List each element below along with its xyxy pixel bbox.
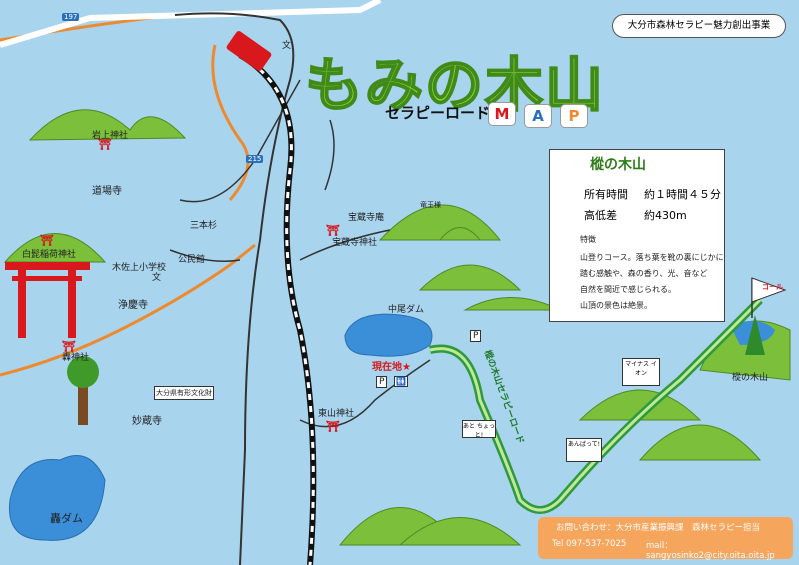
info-card: 樅の木山 所有時間 約１時間４５分 高低差 約430m 特徴 山登りコース。落ち…	[549, 149, 725, 322]
road-number-215: 215	[246, 155, 264, 163]
shrine-icon-higashiyama: ⛩	[326, 420, 340, 433]
mountain-ryuo-right	[438, 227, 482, 241]
shrine-icon-shirahige: ⛩	[40, 234, 54, 247]
label-koenkan: 公民館	[178, 255, 206, 265]
info-time-value: 約１時間４５分	[644, 188, 721, 201]
info-feature-line-1: 山登りコース。落ち葉を靴の裏にじかに	[580, 253, 724, 262]
label-hozoji-shrine: 宝蔵寺神社	[332, 238, 378, 248]
label-ryuo: 竜王様	[420, 201, 441, 209]
sign-almost-there: あと ちょっと!	[462, 420, 496, 439]
school-icon-2: 文	[282, 41, 292, 51]
label-current-location: 現在地★	[372, 362, 411, 373]
label-shirahige: 白髭稲荷神社	[22, 250, 77, 260]
label-todoroki-dam: 轟ダム	[50, 512, 83, 525]
goal-flag	[751, 277, 787, 318]
map-letter-m: M	[488, 102, 516, 126]
label-iwagami: 岩上神社	[92, 131, 129, 141]
mountain-mid2	[463, 297, 561, 311]
info-elevation-value: 約430m	[644, 209, 687, 222]
sponsor-banner: 大分市森林セラピー魅力創出事業	[612, 14, 786, 38]
label-hozo-an: 宝蔵寺庵	[348, 213, 385, 223]
nakao-dam-lake	[344, 313, 433, 357]
label-kisa-school: 木佐上小学校	[112, 263, 167, 273]
label-higashiyama: 東山神社	[318, 409, 355, 419]
shrine-icon-hozoji: ⛩	[326, 224, 340, 237]
mountain-low2	[638, 424, 762, 461]
railway-ties	[239, 53, 315, 565]
sign-negative-ion: マイナス イオン	[622, 358, 660, 386]
info-feature-line-2: 踏む感触や、森の香り、光、音など	[580, 269, 708, 278]
shrine-icon-iwagami: ⛩	[98, 138, 112, 151]
tree-illustration	[67, 356, 99, 425]
contact-box: お問い合わせ：大分市産業振興課 森林セラピー担当 Tel 097-537-702…	[538, 517, 793, 561]
contact-tel: Tel 097-537-7025	[552, 539, 627, 549]
road-orange-3	[0, 243, 256, 377]
mountain-mid1	[418, 264, 522, 291]
label-goal: ゴール	[762, 283, 783, 291]
mountains	[3, 109, 791, 546]
restroom-icon: 🚻	[394, 376, 408, 387]
info-title: 樅の木山	[590, 157, 646, 173]
road-black-3	[299, 229, 391, 261]
page-title: もみの木山	[304, 50, 606, 120]
school-icon: 文	[152, 273, 162, 283]
map-letter-p: P	[560, 104, 588, 128]
label-todoroki-shrine: 轟神社	[62, 353, 90, 363]
therapy-trail-inner	[429, 298, 762, 512]
info-feature-line-4: 山頂の景色は絶景。	[580, 301, 652, 310]
road-black-4	[324, 119, 335, 191]
info-feature-label: 特徴	[580, 235, 596, 244]
label-momi-peak: 樅の木山	[732, 373, 769, 383]
statue-sign: 大分県有形文化財	[154, 386, 214, 400]
contact-mail: mail：sangyosinko2@city.oita.oita.jp	[646, 541, 775, 561]
label-jokeiji: 浄慶寺	[118, 300, 148, 311]
shrine-icon-todoroki: ⛩	[62, 340, 76, 353]
info-feature-line-3: 自然を間近で感じられる。	[580, 285, 676, 294]
mountain-bottom2	[398, 517, 522, 546]
road-black-6	[169, 249, 241, 262]
torii-gate	[5, 262, 90, 338]
mountain-iwagami	[28, 109, 187, 141]
page-subtitle: セラピーロード	[385, 104, 491, 122]
mountain-hozo	[378, 204, 502, 241]
label-myozoji: 妙蔵寺	[132, 416, 162, 427]
mountain-low1	[578, 389, 702, 421]
parking-icon-2: P	[470, 330, 482, 342]
info-elevation-label: 高低差	[584, 209, 617, 222]
road-number-197: 197	[62, 13, 80, 21]
todoroki-dam-lake	[8, 455, 106, 541]
info-time-label: 所有時間	[584, 188, 628, 201]
road-orange-2	[211, 44, 250, 201]
contact-line1: お問い合わせ：大分市産業振興課 森林セラピー担当	[556, 523, 761, 533]
train	[226, 31, 272, 71]
peak-tree	[745, 315, 765, 355]
sign-keep-going: あんばって!	[566, 438, 602, 462]
mountain-shirahige	[3, 233, 107, 263]
road-black-5	[299, 359, 431, 428]
map-letter-a: A	[524, 104, 552, 128]
parking-icon: P	[376, 376, 388, 388]
label-sanbonsugi: 三本杉	[190, 221, 218, 231]
road-black-1	[174, 12, 295, 565]
label-nakao-dam: 中尾ダム	[388, 305, 425, 315]
label-dojoji: 道場寺	[92, 186, 122, 197]
